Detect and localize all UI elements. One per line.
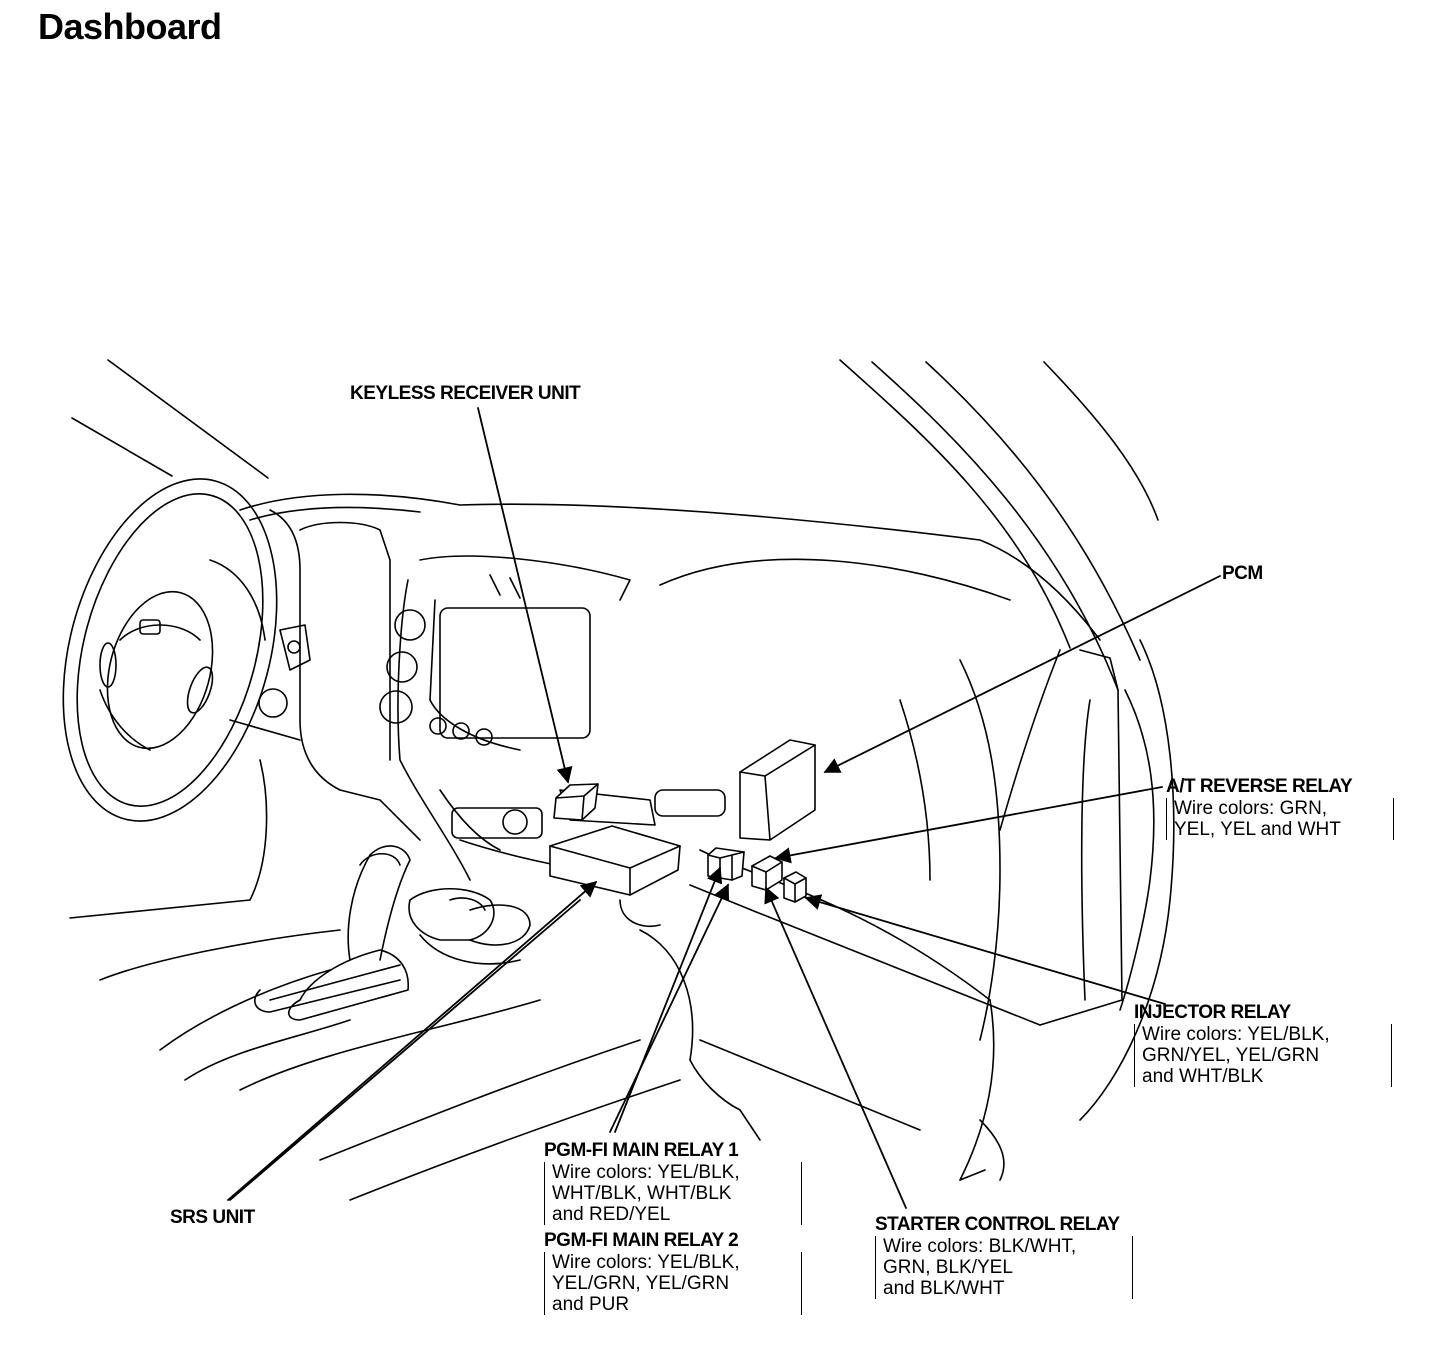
at-reverse-relay-label: A/T REVERSE RELAY	[1166, 776, 1353, 797]
wire-line: and PUR	[552, 1294, 630, 1315]
starter-control-relay-label: STARTER CONTROL RELAY	[875, 1214, 1120, 1235]
callout-starter-control-relay: STARTER CONTROL RELAY Wire colors: BLK/W…	[875, 1214, 1133, 1299]
center-console	[99, 845, 921, 1201]
pgm-fi-main-relay-2-label: PGM-FI MAIN RELAY 2	[544, 1230, 739, 1251]
wire-line: GRN/YEL, YEL/GRN	[1142, 1045, 1320, 1066]
wire-line: and WHT/BLK	[1142, 1066, 1264, 1087]
injector-relay-wires: Wire colors: YEL/BLK, GRN/YEL, YEL/GRN a…	[1134, 1024, 1392, 1087]
callout-injector-relay: INJECTOR RELAY Wire colors: YEL/BLK, GRN…	[1134, 1002, 1392, 1087]
injector-relay-label: INJECTOR RELAY	[1134, 1002, 1291, 1023]
pgm-fi-main-relay-1-wires: Wire colors: YEL/BLK, WHT/BLK, WHT/BLK a…	[544, 1162, 802, 1225]
pgm-fi-main-relay-1-label: PGM-FI MAIN RELAY 1	[544, 1140, 739, 1161]
wire-line: and BLK/WHT	[883, 1278, 1005, 1299]
keyless-receiver-unit	[553, 783, 599, 821]
wire-line: GRN, BLK/YEL	[883, 1257, 1013, 1278]
leader-keyless	[477, 407, 573, 784]
leader-srs-2	[229, 899, 581, 1201]
keyless-receiver-unit-label: KEYLESS RECEIVER UNIT	[350, 383, 581, 404]
wire-line: WHT/BLK, WHT/BLK	[552, 1183, 732, 1204]
windshield-frame	[71, 359, 1159, 691]
leader-starter	[764, 886, 907, 1209]
wire-line: YEL/GRN, YEL/GRN	[552, 1273, 730, 1294]
wire-line: Wire colors: YEL/BLK,	[1142, 1024, 1330, 1045]
pgm-fi-main-relay-2-wires: Wire colors: YEL/BLK, YEL/GRN, YEL/GRN a…	[544, 1252, 802, 1315]
dash-lower-edge	[689, 884, 1041, 1026]
steering-wheel	[62, 478, 278, 822]
wire-line: Wire colors: YEL/BLK,	[552, 1162, 740, 1183]
leader-pcm	[823, 575, 1221, 773]
leader-at-reverse	[774, 786, 1163, 864]
wire-line: and RED/YEL	[552, 1204, 671, 1225]
wire-line: YEL, YEL and WHT	[1174, 819, 1341, 840]
callout-srs-unit: SRS UNIT	[170, 1207, 255, 1228]
callout-pgm-fi-main-relay-2: PGM-FI MAIN RELAY 2 Wire colors: YEL/BLK…	[544, 1230, 802, 1315]
page-title: Dashboard	[38, 6, 222, 47]
dash-lower-edge-3	[699, 849, 991, 1001]
dashboard-top	[239, 493, 1175, 1181]
pcm-box	[739, 739, 816, 841]
wire-line: Wire colors: BLK/WHT,	[883, 1236, 1077, 1257]
callout-at-reverse-relay: A/T REVERSE RELAY Wire colors: GRN, YEL,…	[1166, 776, 1394, 840]
callout-pcm: PCM	[1222, 563, 1263, 584]
srs-unit-label: SRS UNIT	[170, 1207, 255, 1228]
leader-injector	[804, 894, 1166, 1005]
pcm-label: PCM	[1222, 563, 1263, 584]
at-reverse-relay-wires: Wire colors: GRN, YEL, YEL and WHT	[1166, 798, 1394, 840]
wire-line: Wire colors: YEL/BLK,	[552, 1252, 740, 1273]
srs-unit-box	[549, 825, 681, 896]
pgm-fi-main-relays	[707, 847, 745, 881]
callout-pgm-fi-main-relay-1: PGM-FI MAIN RELAY 1 Wire colors: YEL/BLK…	[544, 1140, 802, 1225]
center-stack	[69, 509, 726, 919]
starter-control-relay-wires: Wire colors: BLK/WHT, GRN, BLK/YEL and B…	[875, 1236, 1133, 1299]
leader-pgm-1	[614, 866, 723, 1133]
injector-relay-box	[783, 871, 807, 903]
wire-line: Wire colors: GRN,	[1174, 798, 1328, 819]
leader-srs	[227, 880, 598, 1201]
leader-pgm-2	[609, 883, 730, 1133]
at-reverse-and-starter-relays	[751, 855, 783, 891]
callout-keyless-receiver-unit: KEYLESS RECEIVER UNIT	[350, 383, 581, 404]
leader-lines	[227, 407, 1221, 1209]
